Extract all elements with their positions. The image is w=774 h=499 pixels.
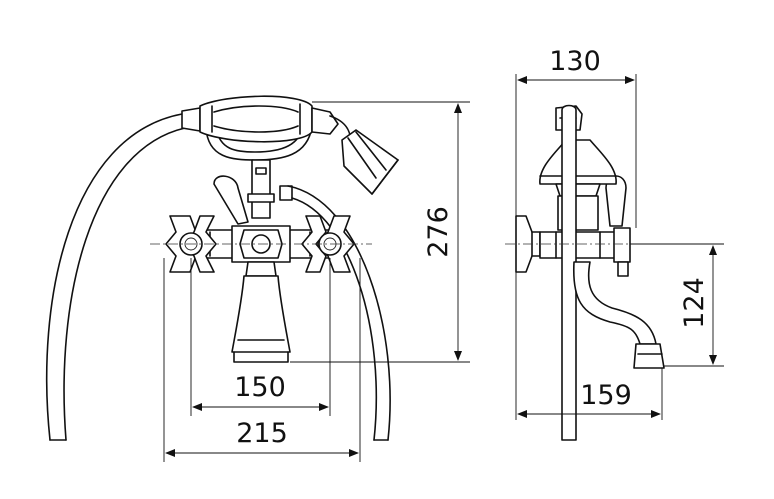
front-spout (231, 261, 291, 363)
dim-215-label: 215 (236, 418, 288, 449)
side-spout (572, 261, 665, 369)
side-diverter (539, 139, 617, 231)
dim-159-label: 159 (580, 380, 632, 411)
dimension-spout-height: 124 (630, 243, 724, 367)
dim-276-label: 276 (423, 206, 454, 258)
dimension-overall-width: 215 (163, 258, 361, 462)
front-view: 276 150 215 (45, 95, 470, 462)
dim-124-label: 124 (679, 277, 710, 329)
side-view: 130 124 159 (505, 46, 724, 441)
side-hose (561, 104, 577, 441)
diverter-lever (213, 175, 249, 225)
dim-130-label: 130 (549, 46, 601, 77)
dimension-center-spacing: 150 (190, 258, 331, 416)
shower-head (329, 115, 399, 195)
dimension-top-width: 130 (515, 46, 637, 228)
diverter-stem (247, 159, 293, 219)
dimension-spout-reach: 159 (515, 272, 663, 420)
handset-handle (181, 95, 339, 143)
side-body (539, 227, 631, 277)
dim-150-label: 150 (234, 372, 286, 403)
dimension-overall-height: 276 (290, 101, 470, 363)
shower-hose (45, 113, 391, 441)
